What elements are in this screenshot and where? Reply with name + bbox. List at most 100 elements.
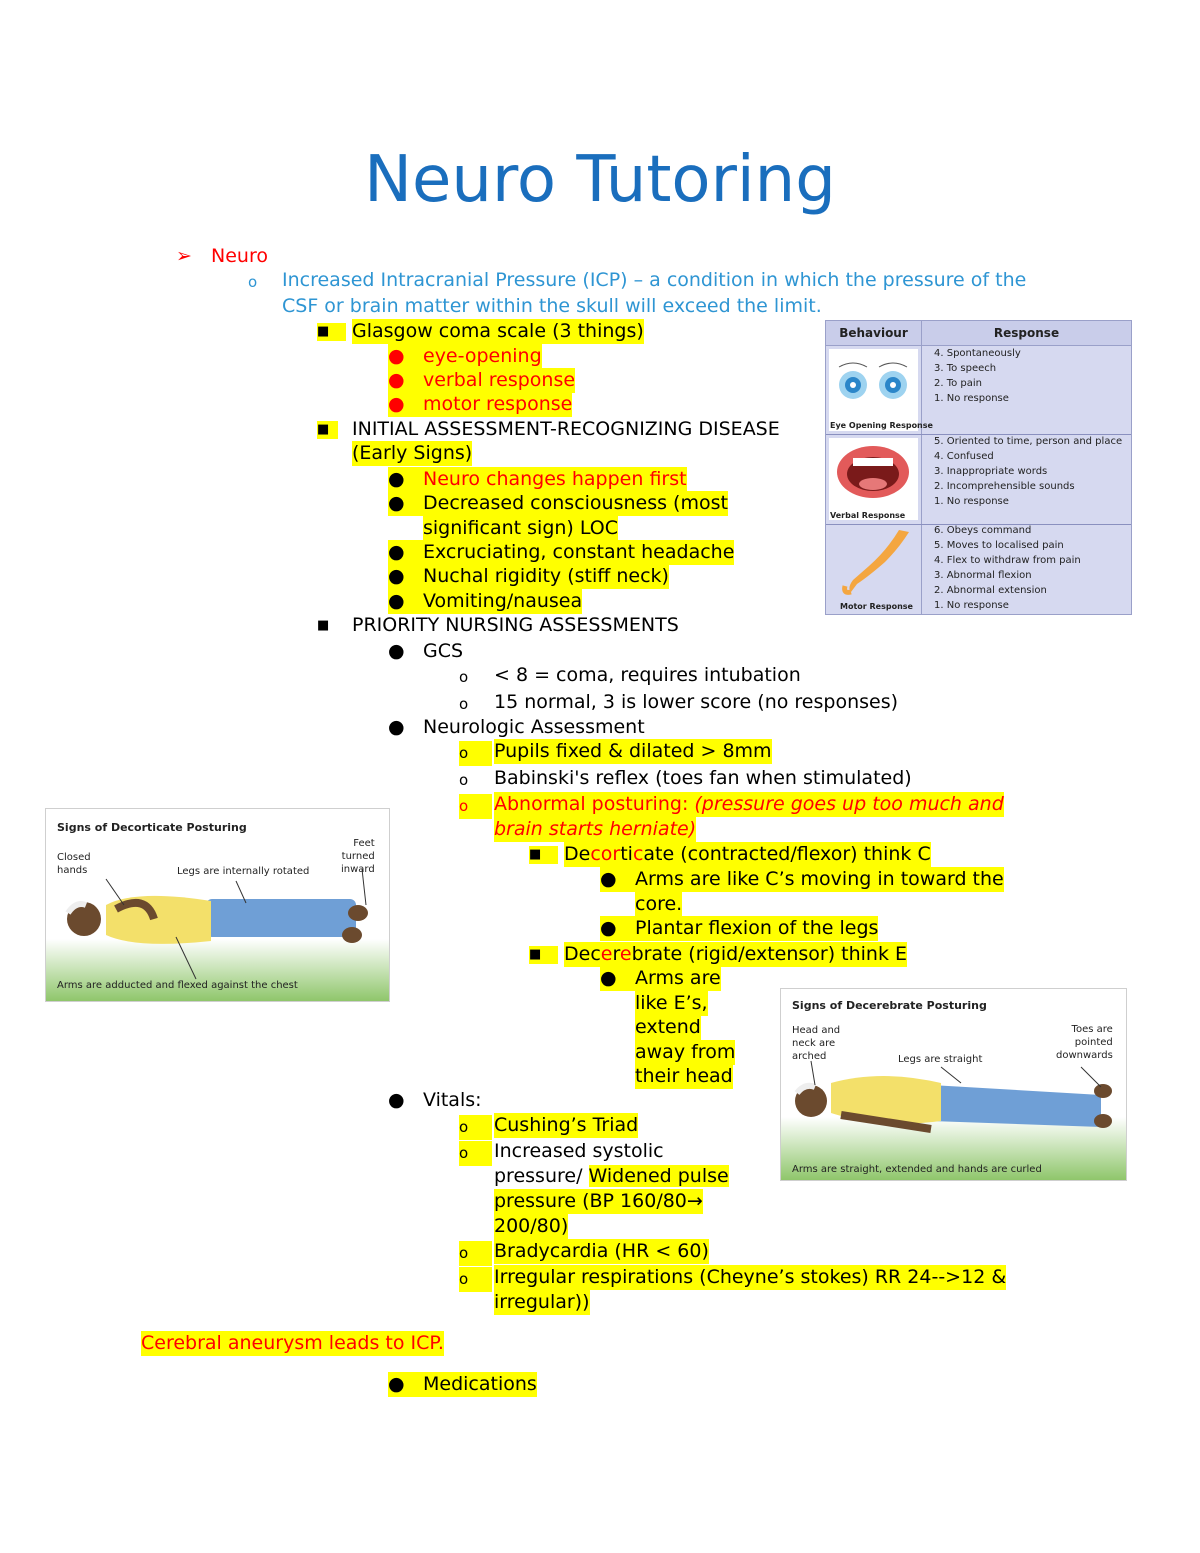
gcs-table-header-bg: [826, 321, 1131, 346]
motor-response: 2. Abnormal extension: [934, 585, 1047, 596]
square-bullet-icon: ■: [529, 846, 558, 864]
decerebrate-sub: away from: [635, 1040, 736, 1065]
round-bullet-icon: ●: [600, 966, 635, 991]
pupils-item: Pupils fixed & dilated > 8mm: [494, 739, 772, 764]
round-bullet-icon: ●: [388, 344, 423, 369]
decorticate-figure: Signs of Decorticate Posturing Closed ha…: [45, 808, 390, 1002]
initial-item: significant sign) LOC: [423, 516, 619, 541]
round-bullet-icon: ●: [388, 540, 423, 565]
hollow-circle-bullet-icon: o: [459, 741, 493, 766]
decorticate-label: Arms are adducted and flexed against the…: [57, 980, 298, 991]
motor-response: 1. No response: [934, 600, 1009, 611]
gcs-heading: GCS: [423, 640, 464, 662]
decerebrate-part: Dec: [564, 943, 601, 965]
verbal-response: 2. Incomprehensible sounds: [934, 481, 1075, 492]
initial-item: Vomiting/nausea: [423, 589, 583, 614]
decerebrate-label: Toes are pointed downwards: [1056, 1024, 1113, 1061]
decorticate-part: ate: [643, 843, 675, 865]
decerebrate-part: brate: [631, 943, 683, 965]
decerebrate-part-red: e: [619, 943, 632, 965]
arm-icon: [842, 530, 909, 595]
round-bullet-icon: ●: [388, 640, 405, 662]
decorticate-label: Closed hands: [57, 852, 91, 876]
decorticate-part-red: c: [632, 843, 644, 865]
decerebrate-item: Decerebrate (rigid/extensor) think E: [564, 942, 908, 967]
decerebrate-part-red: e: [600, 943, 613, 965]
decerebrate-label: Legs are straight: [898, 1054, 983, 1065]
verbal-response: 4. Confused: [934, 451, 994, 462]
motor-response: 3. Abnormal flexion: [934, 570, 1032, 581]
decerebrate-label: Head and neck are arched: [792, 1025, 841, 1062]
square-bullet-icon: ■: [317, 323, 346, 341]
decerebrate-sub: Arms are: [635, 966, 721, 991]
decerebrate-rest: (rigid/extensor) think E: [682, 943, 908, 965]
decorticate-rest: (contracted/flexor) think C: [674, 843, 931, 865]
motor-response: 4. Flex to withdraw from pain: [934, 555, 1081, 566]
decorticate-sub: core.: [635, 892, 683, 917]
decorticate-label: Legs are internally rotated: [177, 866, 310, 877]
hollow-circle-bullet-icon: o: [459, 771, 469, 789]
round-bullet-icon: ●: [600, 916, 635, 941]
eye-image: [829, 349, 918, 431]
hollow-circle-bullet-icon: o: [459, 1115, 493, 1140]
square-bullet-icon: ■: [529, 946, 558, 964]
decorticate-sub: Arms are like C’s moving in toward the: [635, 867, 1004, 892]
round-bullet-icon: ●: [388, 368, 423, 393]
gcs-divider: [826, 524, 1131, 525]
icp-line-1: Increased Intracranial Pressure (ICP) – …: [282, 269, 1027, 291]
glasgow-item: motor response: [423, 392, 573, 417]
round-bullet-icon: ●: [388, 392, 423, 417]
section-neuro: Neuro: [211, 245, 268, 267]
vitals-item: pressure/ Widened pulse: [494, 1164, 729, 1189]
hollow-circle-bullet-icon: o: [248, 273, 258, 291]
initial-item: Excruciating, constant headache: [423, 540, 735, 565]
round-bullet-icon: ●: [388, 1372, 423, 1397]
eye-response: 3. To speech: [934, 363, 997, 374]
hollow-circle-bullet-icon: o: [459, 1141, 493, 1166]
posturing-item: Abnormal posturing: (pressure goes up to…: [494, 792, 1004, 817]
gcs-divider: [921, 321, 922, 614]
medications-item: Medications: [423, 1372, 537, 1397]
gcs-item: 15 normal, 3 is lower score (no response…: [494, 691, 899, 713]
decorticate-sub: Plantar flexion of the legs: [635, 916, 879, 941]
vitals-item: Increased systolic: [494, 1140, 664, 1162]
gcs-table-figure: Behaviour Response Eye Opening Response …: [825, 320, 1132, 615]
hollow-circle-bullet-icon: o: [459, 668, 469, 686]
vitals-item-part: Widened pulse: [588, 1165, 729, 1187]
eye-response: 4. Spontaneously: [934, 348, 1021, 359]
verbal-response: 3. Inappropriate words: [934, 466, 1048, 477]
decorticate-title: Signs of Decorticate Posturing: [57, 821, 247, 834]
eye-response: 1. No response: [934, 393, 1009, 404]
arrow-bullet-icon: ➢: [176, 245, 192, 267]
square-bullet-icon: ■: [317, 421, 338, 439]
initial-line-2: (Early Signs): [352, 441, 473, 466]
hollow-circle-bullet-icon: o: [459, 794, 493, 819]
verbal-response: 5. Oriented to time, person and place: [934, 436, 1123, 447]
eye-response: 2. To pain: [934, 378, 983, 389]
decerebrate-part: r: [612, 943, 620, 965]
icp-line-2: CSF or brain matter within the skull wil…: [282, 295, 822, 317]
decerebrate-figure: Signs of Decerebrate Posturing Head and …: [780, 988, 1127, 1181]
vitals-item: 200/80): [494, 1214, 569, 1239]
round-bullet-icon: ●: [388, 491, 423, 516]
vitals-heading: Vitals:: [423, 1089, 482, 1111]
decerebrate-sub: extend: [635, 1015, 701, 1040]
hollow-circle-bullet-icon: o: [459, 1241, 493, 1266]
decorticate-illustration: [46, 868, 389, 1001]
verbal-caption: Verbal Response: [830, 511, 906, 520]
hollow-circle-bullet-icon: o: [459, 1267, 493, 1292]
page-title: Neuro Tutoring: [364, 143, 836, 217]
eye-icon: [838, 362, 908, 399]
round-bullet-icon: ●: [388, 467, 423, 492]
neuro-assessment-heading: Neurologic Assessment: [423, 716, 645, 738]
decerebrate-title: Signs of Decerebrate Posturing: [792, 999, 987, 1012]
babinski-item: Babinski's reflex (toes fan when stimula…: [494, 767, 912, 789]
mouth-icon: [837, 446, 909, 498]
round-bullet-icon: ●: [388, 716, 405, 738]
hollow-circle-bullet-icon: o: [459, 695, 469, 713]
vitals-item: irregular)): [494, 1290, 590, 1315]
glasgow-item: verbal response: [423, 368, 576, 393]
square-bullet-icon: ■: [317, 618, 330, 633]
decerebrate-label: Arms are straight, extended and hands ar…: [792, 1164, 1042, 1175]
decorticate-part: De: [564, 843, 591, 865]
